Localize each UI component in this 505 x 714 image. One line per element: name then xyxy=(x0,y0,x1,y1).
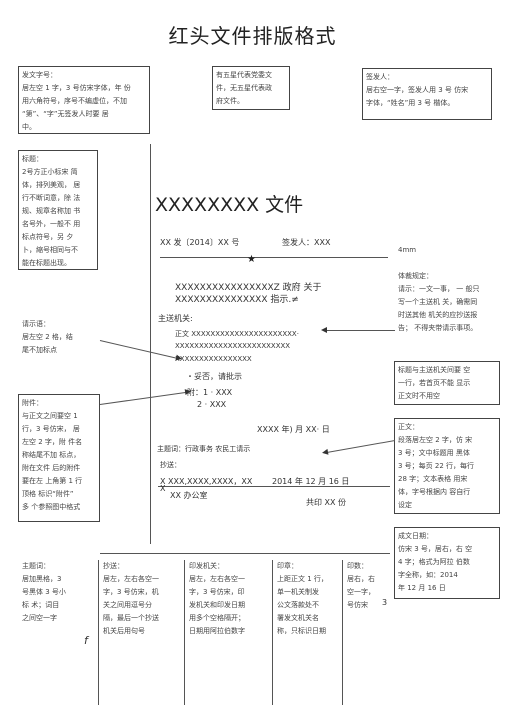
bottom-seal-note: 印章： 上距正文 1 行， 单一机关制发 公文落款处不 署发文机关名 称，只标识… xyxy=(272,560,341,705)
cc-line: X XXX,XXXX,XXXX，XX xyxy=(160,477,253,486)
attachment-arrow xyxy=(99,391,188,405)
subject-line-1: XXXXXXXXXXXXXXXXZ 政府 关于 xyxy=(175,283,322,293)
star-mark: ★ xyxy=(247,254,256,265)
copies-line: 共印 XX 份 xyxy=(306,498,347,507)
page-number: 3 xyxy=(382,598,388,607)
cc-label: 抄送： xyxy=(160,461,181,469)
recipient-line: 主送机关: xyxy=(158,314,193,323)
print-date: 2014 年 12 月 16 日 xyxy=(272,477,350,486)
theme-words-line: 主题词：行政事务 农民工请示 xyxy=(157,445,251,453)
doc-number: XX 发〔2014〕XX 号 xyxy=(160,238,240,247)
five-star-note: 有五星代表党委文 件，无五星代表政 府文件。 xyxy=(212,66,290,110)
gap-4mm-label: 4mm xyxy=(398,246,417,254)
request-phrase-note: 请示语： 居左空 2 格，结 尾不加标点 xyxy=(22,320,73,354)
cc-rule xyxy=(158,486,390,487)
attachment-1: 附：1 · XXX xyxy=(187,388,233,397)
f-mark: f xyxy=(84,634,88,647)
red-rule xyxy=(160,257,388,258)
bottom-issuer-note: 印发机关： 居左，左右各空一 字，3 号仿宋，印 发机关和印发日期 用多个空格隔… xyxy=(184,560,271,705)
bottom-theme-words-note: 主题词： 居加黑格，3 号黑体 3 号小 标 术；词目 之间空一字 xyxy=(22,562,66,622)
attachment-2: 2 · XXX xyxy=(197,400,227,409)
bottom-cc-note: 抄送： 居左，左右各空一 字，3 号仿宋，机 关之间用逗号分 隔，最后一个抄送 … xyxy=(98,560,181,705)
issuing-number-note: 发文字号： 居左空 1 字，3 号仿宋字体，年 份 用六角符号，序号不编虚位，不… xyxy=(18,66,150,134)
body-line-3: XXXXXXXXXXXXXXXX xyxy=(175,355,252,363)
date-arrow xyxy=(325,440,396,454)
signer-note: 签发人： 居右空一字，签发人用 3 号 仿宋 字体，“姓名”用 3 号 楷体。 xyxy=(362,68,492,120)
attachment-note: 附件： 与正文之间要空 1 行，3 号仿宋， 居 左空 2 字，附 件名 称结尾… xyxy=(18,394,100,522)
issue-date-note: 成文日期： 仿宋 3 号，居右，右 空 4 字；格式为阿拉 伯数 字全称，如：2… xyxy=(394,527,500,599)
body-rule-note: 体裁规定： 请示：一文一事， 一 般只 写一个主送机 关，确需同 时送其他 机关… xyxy=(398,272,480,332)
body-arrow xyxy=(321,327,395,333)
body-line-1: 正文 XXXXXXXXXXXXXXXXXXXXXX· xyxy=(175,330,299,338)
request-arrow xyxy=(99,340,179,359)
request-phrase: ・妥否，请批示 xyxy=(186,372,242,381)
date-cn: XXXX 年) 月 XX· 日 xyxy=(257,425,330,434)
office-line: XX 办公室 xyxy=(170,491,208,500)
doc-bottom-rule xyxy=(100,553,390,554)
title-gap-note: 标题与主送机关间要 空 一行，若首页不能 显示 正文时不用空 xyxy=(394,361,500,405)
bottom-copies-note: 印数： 居右，右 空一字， 号仿宋 xyxy=(342,560,395,705)
cc-x: X xyxy=(160,484,166,493)
document-heading: XXXXXXXX 文件 xyxy=(155,194,304,216)
body-line-2: XXXXXXXXXXXXXXXXXXXXXXXX xyxy=(175,342,291,350)
title-note: 标题： 2号方正小标宋 简 体，排列美观， 居 行不断词意，除 法 规、规章名称… xyxy=(18,150,98,270)
doc-left-margin xyxy=(150,144,151,544)
page-title: 红头文件排版格式 xyxy=(168,24,337,48)
body-text-note: 正文： 段落居左空 2 字，仿 宋 3 号；文中标题用 黑体 3 号；每页 22… xyxy=(394,418,500,514)
subject-line-2: XXXXXXXXXXXXXXX 指示.≠ xyxy=(175,295,299,305)
signer-line: 签发人：XXX xyxy=(282,238,331,247)
